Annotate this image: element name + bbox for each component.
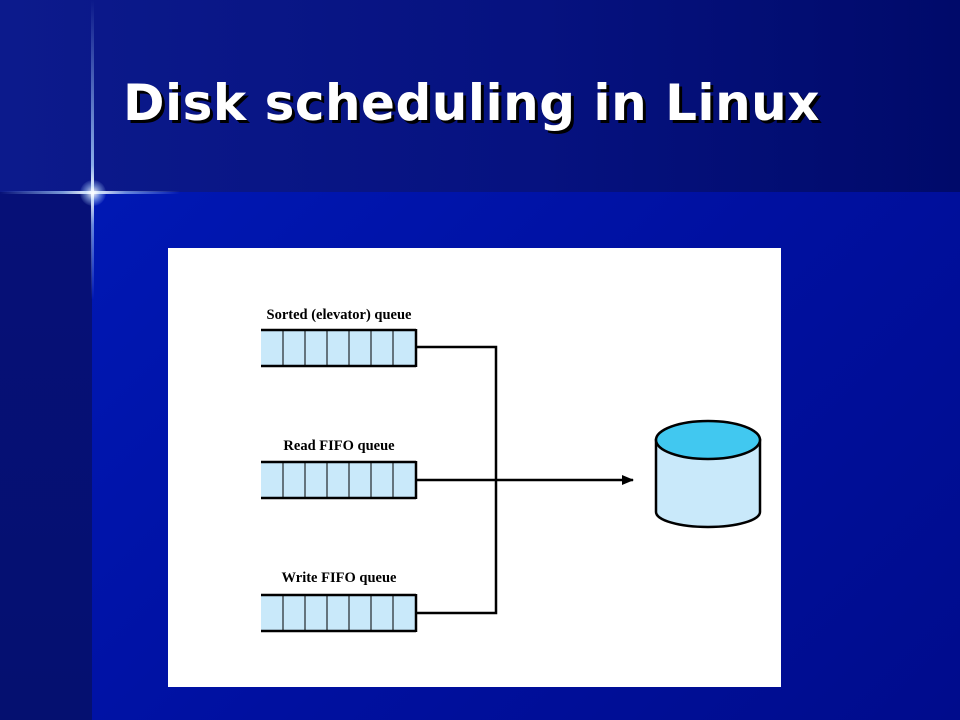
diagram-figure: Sorted (elevator) queue Read FIFO queue … bbox=[168, 248, 781, 687]
sparkle-star-icon bbox=[80, 180, 106, 206]
queue-write bbox=[261, 593, 418, 633]
disk-cylinder-icon bbox=[654, 419, 762, 529]
queue-label-write: Write FIFO queue bbox=[282, 570, 397, 586]
sparkle-vertical-line bbox=[91, 0, 94, 300]
queue-label-read: Read FIFO queue bbox=[283, 438, 395, 454]
queue-fill bbox=[261, 595, 416, 631]
diagram-canvas: Sorted (elevator) queue Read FIFO queue … bbox=[261, 307, 762, 633]
slide-title: Disk scheduling in Linux bbox=[123, 74, 821, 132]
queue-read bbox=[261, 460, 418, 500]
queue-fill bbox=[261, 462, 416, 498]
disk-body bbox=[654, 438, 762, 529]
connector-write bbox=[416, 480, 498, 615]
connector-sorted bbox=[416, 345, 498, 480]
queue-label-sorted: Sorted (elevator) queue bbox=[267, 307, 413, 323]
queue-sorted bbox=[261, 328, 418, 368]
background-top-band bbox=[0, 0, 960, 192]
disk-top bbox=[654, 419, 762, 461]
queue-fill bbox=[261, 330, 416, 366]
